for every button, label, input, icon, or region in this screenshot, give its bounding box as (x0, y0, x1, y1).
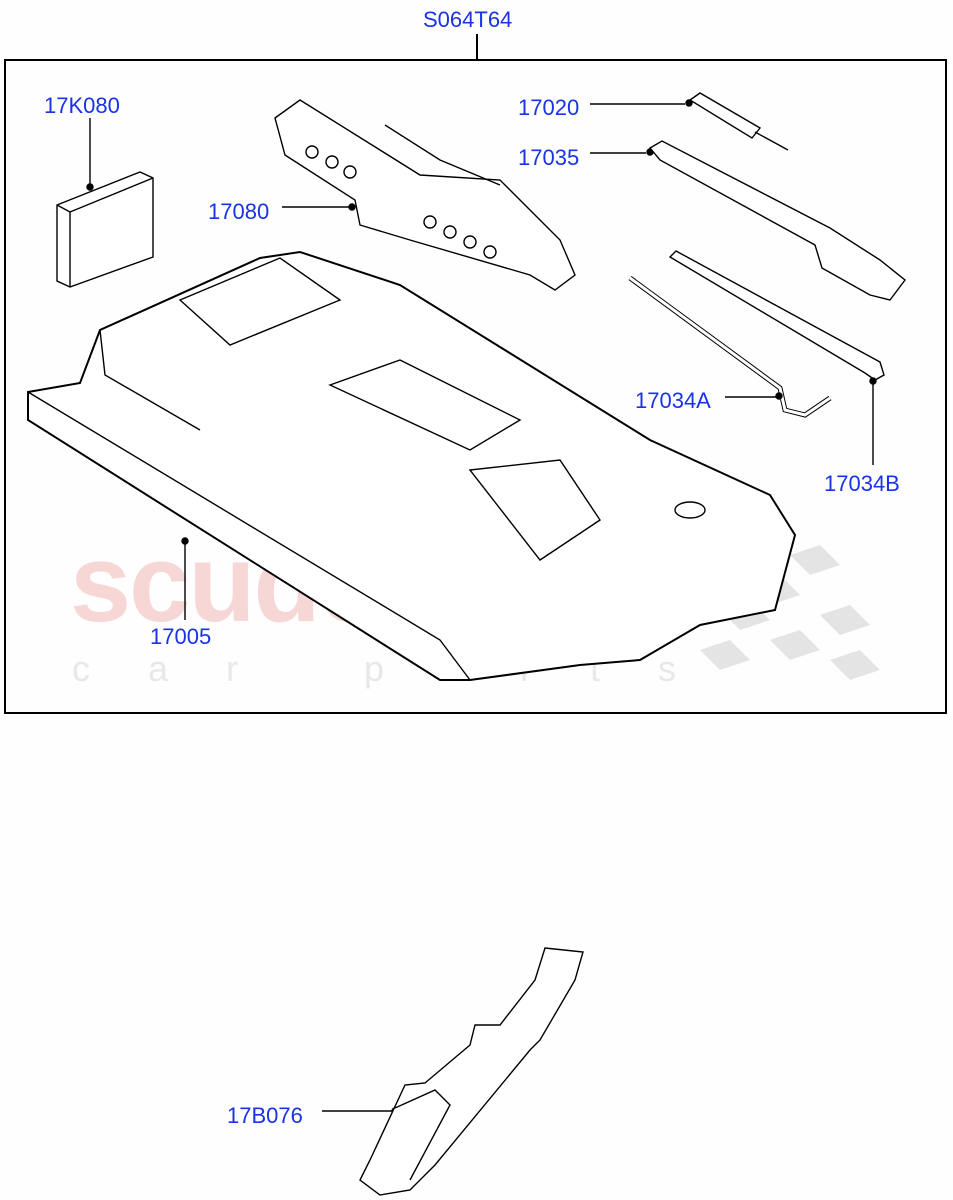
callout-17034A[interactable]: 17034A (635, 388, 711, 413)
callout-17K080[interactable]: 17K080 (44, 93, 120, 118)
callout-17035[interactable]: 17035 (518, 145, 580, 170)
callout-17034B[interactable]: 17034B (824, 471, 900, 496)
diagram-frame (4, 59, 947, 714)
callout-17020[interactable]: 17020 (518, 95, 580, 120)
callout-17080[interactable]: 17080 (208, 199, 270, 224)
callout-17005[interactable]: 17005 (150, 624, 212, 649)
callout-group-code[interactable]: S064T64 (423, 7, 513, 32)
callout-17B076[interactable]: 17B076 (227, 1103, 303, 1128)
